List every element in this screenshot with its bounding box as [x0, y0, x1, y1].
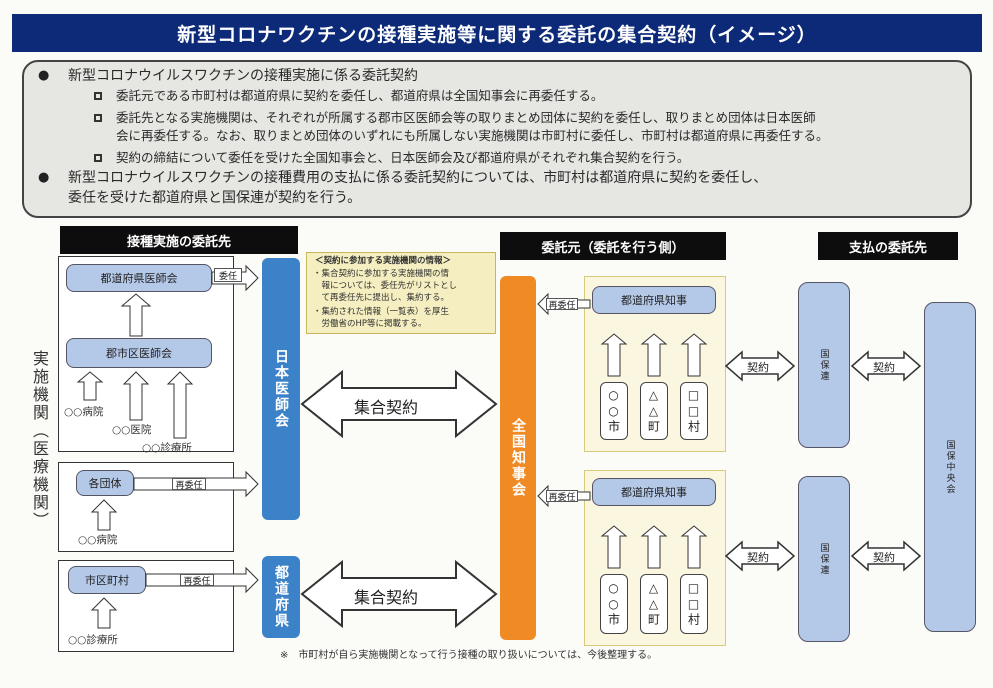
tag-redelegate: 再委任 [546, 298, 578, 311]
summary-bullet-1: 新型コロナウイルスワクチンの接種実施に係る委託契約 [68, 68, 418, 84]
arrow-up-clinic [122, 371, 150, 421]
arrow-up-muni-1b [640, 333, 668, 377]
double-arrow-collective-1 [300, 369, 498, 439]
page-title: 新型コロナワクチンの接種実施等に関する委託の集合契約（イメージ） [12, 14, 982, 52]
tag-redelegate: 再委任 [172, 478, 206, 491]
double-arrow-contract-2 [850, 350, 922, 382]
double-arrow-contract-4 [850, 540, 922, 572]
box-village-2: □□村 [680, 574, 708, 634]
box-prefectural-medical-association: 都道府県医師会 [66, 264, 212, 292]
label-collective-contract-1: 集合契約 [354, 398, 419, 417]
box-town-2: △△町 [640, 574, 668, 634]
label-clinic-3: ○○診療所 [68, 634, 118, 646]
side-label: 実施機関（医療機関） [30, 350, 49, 530]
arrow-up-muni-2b [640, 525, 668, 569]
arrow-up-clinic-3 [90, 597, 118, 629]
bar-japan-medical-association: 日本医師会 [262, 258, 300, 520]
summary-box: ● 新型コロナウイルスワクチンの接種実施に係る委託契約 委託元である市町村は都道… [22, 60, 972, 218]
arrow-up-muni-2c [680, 525, 708, 569]
box-municipality: 市区町村 [68, 566, 146, 594]
header-consignor: 委託元（委託を行う側） [500, 232, 726, 260]
double-arrow-contract-3 [724, 540, 796, 572]
arrow-up-muni-1c [680, 333, 708, 377]
summary-item-2-cont: 会に再委任する。なお、取りまとめ団体のいずれにも所属しない実施機関は市町村に委任… [116, 128, 829, 143]
bar-prefecture: 都道府県 [262, 556, 300, 638]
bullet-dot: ● [38, 68, 50, 83]
label-hospital: ○○病院 [64, 406, 104, 418]
double-arrow-collective-2 [300, 559, 498, 629]
label-contract-2: 契約 [873, 361, 895, 374]
label-contract-4: 契約 [873, 551, 895, 564]
arrow-up-muni-2a [600, 525, 628, 569]
note-title: ＜契約に参加する実施機関の情報＞ [315, 256, 452, 266]
double-arrow-contract-1 [724, 350, 796, 382]
header-implementation: 接種実施の委託先 [60, 226, 298, 254]
label-clinic-2: ○○診療所 [142, 442, 192, 454]
summary-item-2: 委託先となる実施機関は、それぞれが所属する郡市区医師会等の取りまとめ団体に契約を… [116, 110, 816, 125]
footnote: ※ 市町村が自ら実施機関となって行う接種の取り扱いについては、今後整理する。 [280, 650, 658, 661]
bullet-dot: ● [38, 170, 50, 185]
box-each-group: 各団体 [76, 470, 134, 496]
note-line: て再委任先に提出し、集約する。 [313, 293, 450, 303]
bar-kokuho-central: 国保中央会 [924, 302, 976, 632]
checkbox-square-icon [94, 154, 102, 162]
tag-redelegate: 再委任 [546, 490, 578, 503]
bar-kokuhoren-2: 国保連 [798, 476, 850, 642]
summary-item-3: 契約の締結について委任を受けた全国知事会と、日本医師会及び都道府県がそれぞれ集合… [116, 150, 690, 165]
note-line: ・集約された情報（一覧表）を厚生 [313, 307, 450, 317]
arrow-up-hospital-2 [90, 499, 118, 531]
arrow-up-city-to-pref [120, 293, 152, 337]
summary-bullet-2: 新型コロナウイルスワクチンの接種費用の支払に係る委託契約については、市町村は都道… [68, 170, 768, 186]
note-line: ・集合契約に参加する実施機関の情 [313, 269, 450, 279]
box-village-1: □□村 [680, 382, 708, 440]
bar-national-governors: 全国知事会 [500, 276, 536, 640]
box-city-1: ○○市 [600, 382, 628, 440]
note-line: 報については、委任先がリストとし [313, 281, 458, 291]
box-city-2: ○○市 [600, 574, 628, 634]
tag-delegate: 委任 [214, 268, 242, 282]
header-payment: 支払の委託先 [818, 232, 958, 260]
box-governor-2: 都道府県知事 [592, 478, 716, 506]
tag-redelegate: 再委任 [180, 574, 214, 587]
note-box: ＜契約に参加する実施機関の情報＞ ・集合契約に参加する実施機関の情 報については… [306, 252, 496, 334]
box-city-medical-association: 郡市区医師会 [66, 338, 212, 368]
checkbox-square-icon [94, 92, 102, 100]
checkbox-square-icon [94, 114, 102, 122]
label-contract-1: 契約 [747, 361, 769, 374]
arrow-up-clinic-2 [166, 371, 194, 439]
label-collective-contract-2: 集合契約 [354, 588, 419, 607]
summary-item-1: 委託元である市町村は都道府県に契約を委任し、都道府県は全国知事会に再委任する。 [116, 88, 604, 103]
arrow-up-hospital [76, 371, 104, 401]
bar-kokuhoren-1: 国保連 [798, 282, 850, 448]
label-contract-3: 契約 [747, 551, 769, 564]
label-hospital-2: ○○病院 [78, 534, 118, 546]
summary-bullet-2-cont: 委任を受けた都道府県と国保連が契約を行う。 [68, 190, 362, 206]
label-clinic: ○○医院 [112, 424, 152, 436]
note-line: 労働省のHP等に掲載する。 [313, 319, 427, 329]
box-town-1: △△町 [640, 382, 668, 440]
box-governor-1: 都道府県知事 [592, 286, 716, 314]
arrow-up-muni-1a [600, 333, 628, 377]
